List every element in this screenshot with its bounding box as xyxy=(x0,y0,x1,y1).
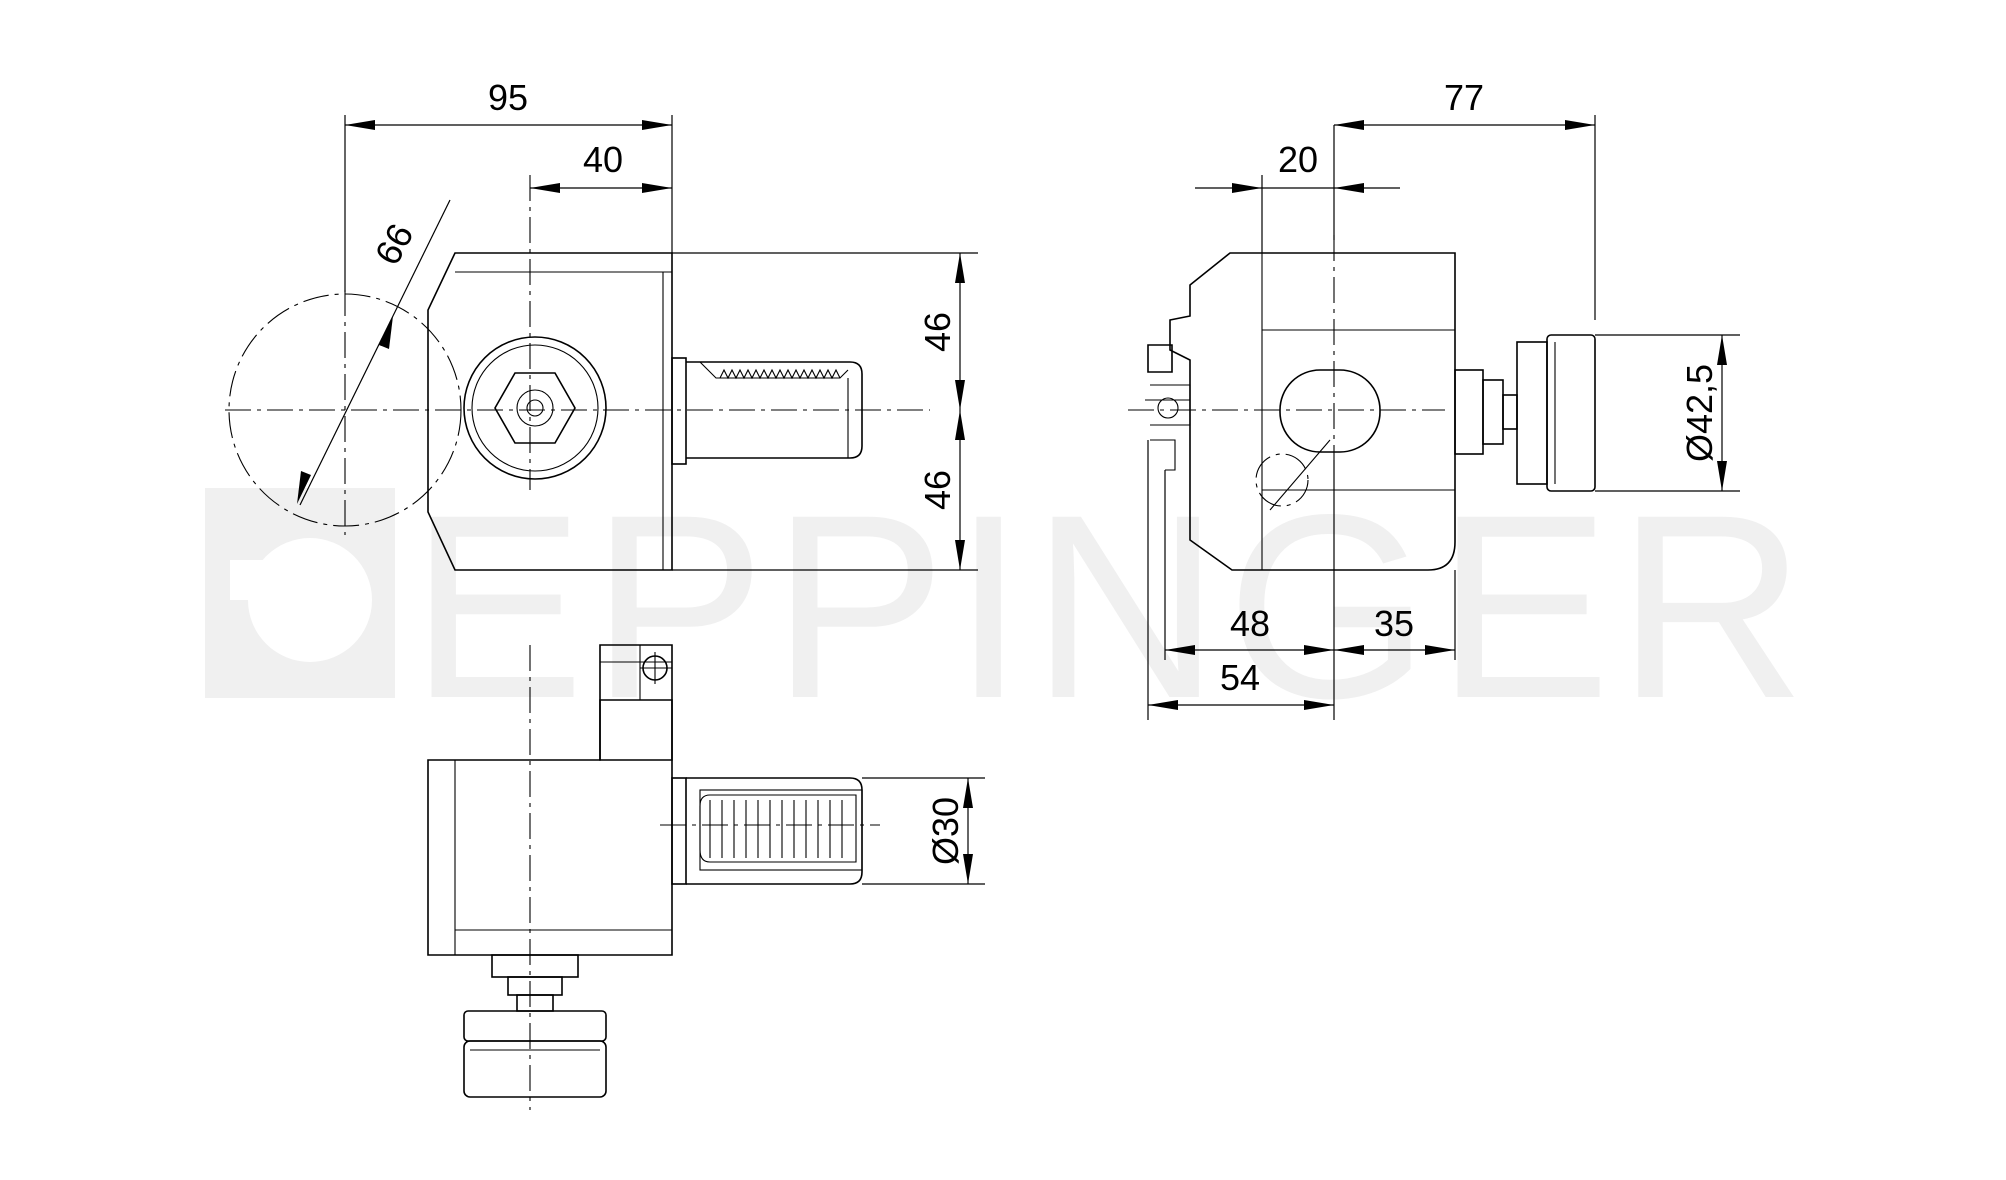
dim-arrow xyxy=(955,540,965,570)
dim-arrow xyxy=(530,183,560,193)
dim-42-label: Ø42,5 xyxy=(1679,364,1720,462)
dim-arrow xyxy=(642,120,672,130)
top-nut-body xyxy=(491,954,579,978)
front-screw-outer xyxy=(463,336,607,480)
dim-95-label: 95 xyxy=(488,77,528,118)
dim-46-top-label: 46 xyxy=(917,312,958,352)
top-shank xyxy=(686,777,863,885)
side-small-circle xyxy=(1255,453,1309,507)
top-body-outline xyxy=(427,699,673,956)
hex-nut-icon xyxy=(494,372,576,444)
side-roller-right xyxy=(1546,334,1596,492)
shank-collar xyxy=(671,357,687,465)
dim-arrow xyxy=(1334,645,1364,655)
dim-arrow xyxy=(297,471,311,504)
dim-arrow xyxy=(1165,645,1195,655)
top-roller-upper xyxy=(463,1010,607,1042)
side-view: 77 20 Ø42,5 48 35 54 xyxy=(1128,77,1740,720)
dim-35-label: 35 xyxy=(1374,603,1414,644)
watermark-text: EPPINGER xyxy=(410,460,1812,753)
dim-48-label: 48 xyxy=(1230,603,1270,644)
dim-arrow xyxy=(955,380,965,410)
front-shank-thread-top xyxy=(699,361,849,379)
top-shank-thread-area xyxy=(699,794,857,863)
front-view: 95 40 66 46 46 xyxy=(225,77,978,571)
eppinger-logo-icon xyxy=(205,488,395,698)
dim-arrow xyxy=(1717,461,1727,491)
side-nut-stud xyxy=(1502,394,1518,430)
dim-arrow xyxy=(1334,183,1364,193)
dim-40-label: 40 xyxy=(583,139,623,180)
dim-54-label: 54 xyxy=(1220,657,1260,698)
top-nut-stud xyxy=(516,994,554,1012)
dim-arrow xyxy=(963,778,973,808)
dim-arrow xyxy=(379,316,393,349)
dim-arrow xyxy=(1148,700,1178,710)
front-screw-inner xyxy=(471,344,599,472)
side-clip-lower xyxy=(1150,439,1176,471)
side-nut-washer xyxy=(1482,379,1504,445)
dim-arrow xyxy=(1304,645,1334,655)
side-slot-diagonal xyxy=(1269,439,1331,511)
side-body-outline xyxy=(1169,252,1456,571)
top-view: Ø30 xyxy=(427,644,985,1110)
top-shank-serration xyxy=(709,800,843,858)
side-slot xyxy=(1279,369,1381,453)
dim-66-line xyxy=(299,199,451,506)
front-shank-serration xyxy=(719,368,841,380)
top-roller-lower xyxy=(463,1040,607,1098)
top-nut-washer xyxy=(507,976,563,996)
side-clip xyxy=(1147,344,1173,373)
dim-66-label: 66 xyxy=(366,217,421,272)
top-shank-inner xyxy=(699,789,863,871)
dim-arrow xyxy=(642,183,672,193)
dim-77-label: 77 xyxy=(1444,77,1484,118)
front-shank xyxy=(686,361,863,459)
dim-arrow xyxy=(1565,120,1595,130)
front-screw-core xyxy=(526,399,544,417)
dim-30-label: Ø30 xyxy=(925,797,966,865)
dim-arrow xyxy=(1304,700,1334,710)
dim-arrow xyxy=(1232,183,1262,193)
front-screw-bore xyxy=(516,389,554,427)
dim-arrow xyxy=(955,410,965,440)
dim-46-bottom-label: 46 xyxy=(917,470,958,510)
eppinger-watermark: EPPINGER xyxy=(205,460,1812,753)
dim-arrow xyxy=(1334,120,1364,130)
dim-arrow xyxy=(345,120,375,130)
dim-arrow xyxy=(1425,645,1455,655)
side-clip-pin xyxy=(1157,397,1179,419)
top-shank-collar xyxy=(671,777,687,885)
side-nut-body xyxy=(1454,369,1484,455)
side-clip-tab xyxy=(1150,384,1191,426)
dim-arrow xyxy=(955,253,965,283)
dim-arrow xyxy=(1717,335,1727,365)
dim-arrow xyxy=(963,854,973,884)
dim-20-label: 20 xyxy=(1278,139,1318,180)
